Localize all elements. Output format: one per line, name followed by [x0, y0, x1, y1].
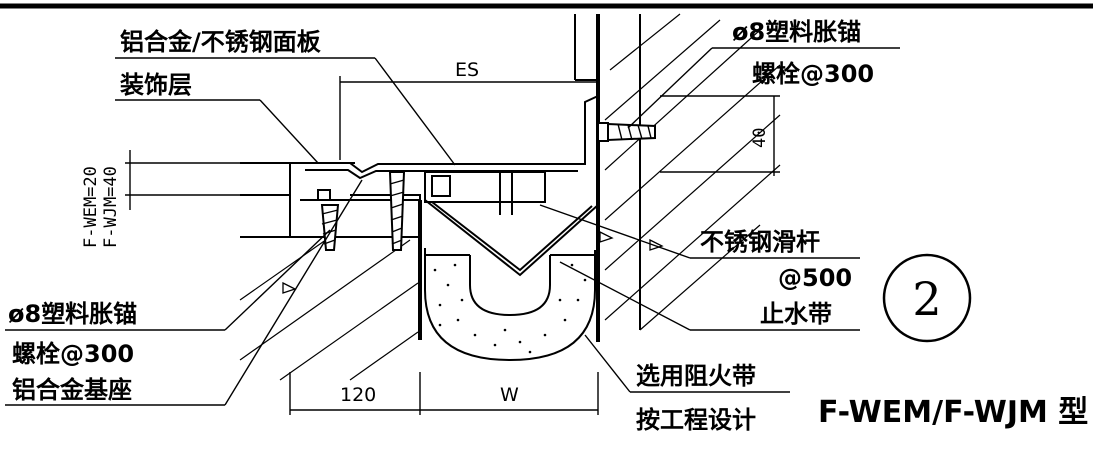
label-slide-rod: 不锈钢滑杆 [700, 228, 820, 256]
aluminium-base [300, 189, 421, 201]
dim-40: 40 [660, 95, 780, 176]
wall-anchor [597, 122, 656, 142]
label-waterstop: 止水带 [760, 300, 832, 328]
label-slide-spacing: @500 [778, 264, 852, 292]
label-anchor-top-2: 螺栓@300 [752, 60, 874, 88]
dim-fwem-label: F-WEM=20 [81, 166, 101, 248]
dim-120-label: 120 [340, 384, 376, 406]
label-base: 铝合金基座 [12, 376, 132, 404]
label-fire-belt-2: 按工程设计 [636, 406, 756, 434]
leader-lines [5, 47, 900, 406]
slab-anchor-2 [388, 171, 406, 251]
label-anchor-left-1: ø8塑料胀锚 [8, 300, 137, 328]
hatch-markers [282, 230, 664, 294]
dim-es-label: ES [455, 59, 479, 81]
dim-fwjm-label: F-WJM=40 [101, 166, 121, 248]
cover-panel [305, 95, 599, 215]
wall-structure [574, 13, 781, 342]
label-fire-belt-1: 选用阻火带 [636, 362, 756, 390]
fire-belt-stipple [433, 263, 587, 354]
waterstop [424, 199, 599, 277]
label-anchor-left-2: 螺栓@300 [12, 340, 134, 368]
dim-w-label: W [500, 384, 519, 406]
detail-number-badge: 2 [882, 253, 972, 343]
dim-es: ES [339, 59, 598, 160]
label-panel: 铝合金/不锈钢面板 [120, 28, 322, 56]
dim-40-label: 40 [750, 128, 770, 148]
slab-anchor-1 [320, 204, 340, 251]
detail-number: 2 [912, 272, 941, 326]
dim-bottom: 120 W [289, 372, 599, 415]
dim-panel-thickness: F-WEM=20 F-WJM=40 [81, 150, 240, 248]
label-decor-layer: 装饰层 [120, 71, 192, 99]
model-title: F-WEM/F-WJM 型 [818, 395, 1088, 430]
label-anchor-top-1: ø8塑料胀锚 [732, 18, 861, 46]
fire-belt [424, 248, 596, 362]
